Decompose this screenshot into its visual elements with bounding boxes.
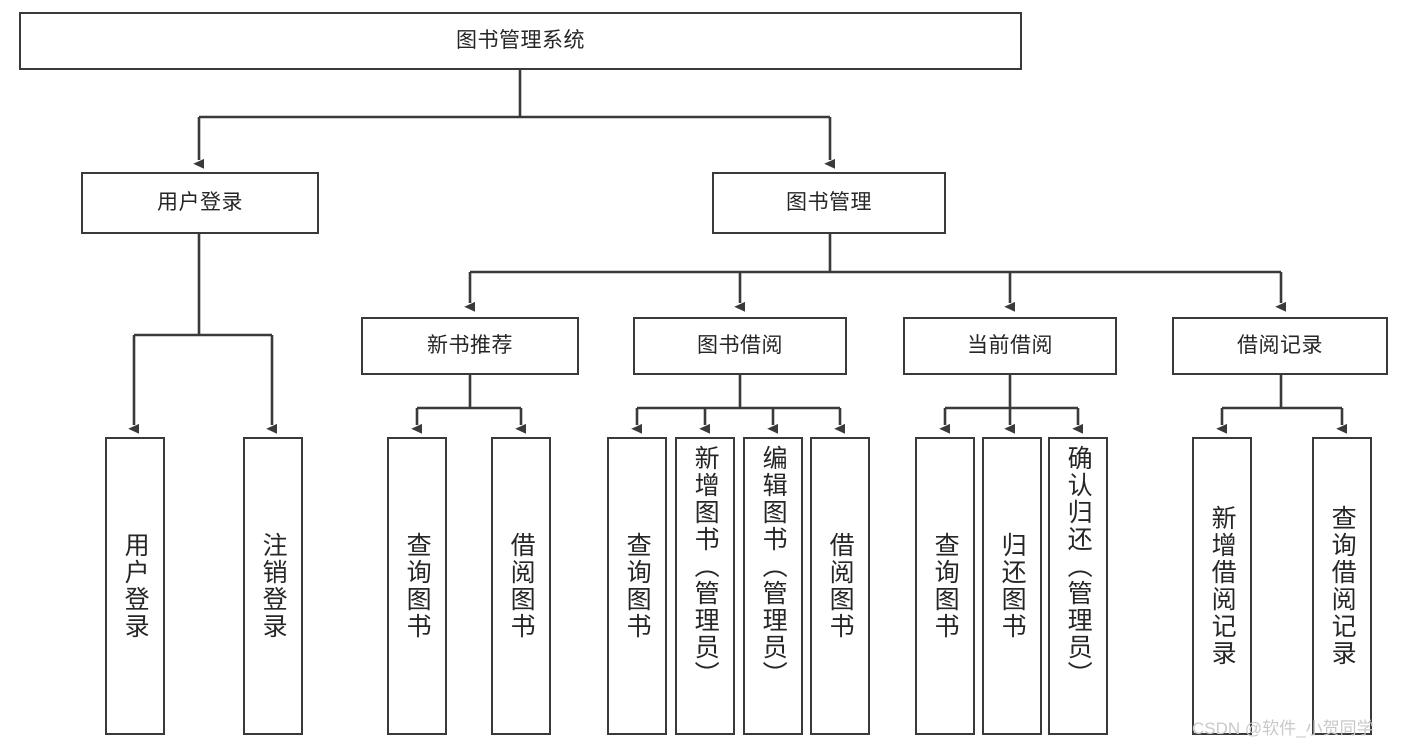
node-root-system[interactable]: 图书管理系统 <box>19 12 1022 70</box>
node-current-borrow[interactable]: 当前借阅 <box>903 317 1117 375</box>
node-new-book-recommend[interactable]: 新书推荐 <box>361 317 579 375</box>
node-leaf-query-book-2-label: 查询图书 <box>623 532 652 640</box>
node-book-borrow[interactable]: 图书借阅 <box>633 317 847 375</box>
node-book-management[interactable]: 图书管理 <box>712 172 946 234</box>
node-leaf-query-book-1[interactable]: 查询图书 <box>387 437 447 735</box>
node-leaf-query-record-label: 查询借阅记录 <box>1328 505 1357 667</box>
node-leaf-borrow-book-2[interactable]: 借阅图书 <box>810 437 870 735</box>
node-leaf-query-book-3[interactable]: 查询图书 <box>915 437 975 735</box>
node-book-borrow-label: 图书借阅 <box>697 334 783 358</box>
node-leaf-borrow-book-1[interactable]: 借阅图书 <box>491 437 551 735</box>
csdn-watermark: CSDN @软件_小贺同学 <box>1192 719 1374 738</box>
node-current-borrow-label: 当前借阅 <box>967 334 1053 358</box>
node-leaf-query-record[interactable]: 查询借阅记录 <box>1312 437 1372 735</box>
node-leaf-borrow-book-1-label: 借阅图书 <box>507 532 536 640</box>
node-leaf-add-record-label: 新增借阅记录 <box>1208 505 1237 667</box>
node-leaf-confirm-return[interactable]: 确认归还（管理员） <box>1048 437 1108 735</box>
node-leaf-return-book-label: 归还图书 <box>998 532 1027 640</box>
node-user-login-label: 用户登录 <box>157 191 243 215</box>
node-new-book-recommend-label: 新书推荐 <box>427 334 513 358</box>
node-leaf-query-book-1-label: 查询图书 <box>403 532 432 640</box>
node-leaf-logout-label: 注销登录 <box>259 532 288 640</box>
node-leaf-return-book[interactable]: 归还图书 <box>982 437 1042 735</box>
node-book-management-label: 图书管理 <box>786 191 872 215</box>
node-user-login[interactable]: 用户登录 <box>81 172 319 234</box>
node-leaf-add-record[interactable]: 新增借阅记录 <box>1192 437 1252 735</box>
node-leaf-user-login-label: 用户登录 <box>121 532 150 640</box>
node-leaf-logout[interactable]: 注销登录 <box>243 437 303 735</box>
node-leaf-edit-book[interactable]: 编辑图书（管理员） <box>743 437 803 735</box>
node-root-system-label: 图书管理系统 <box>456 29 585 53</box>
node-leaf-add-book[interactable]: 新增图书（管理员） <box>675 437 735 735</box>
node-leaf-borrow-book-2-label: 借阅图书 <box>826 532 855 640</box>
node-borrow-record[interactable]: 借阅记录 <box>1172 317 1388 375</box>
node-leaf-user-login[interactable]: 用户登录 <box>105 437 165 735</box>
node-leaf-query-book-2[interactable]: 查询图书 <box>607 437 667 735</box>
node-leaf-confirm-return-label: 确认归还（管理员） <box>1064 445 1093 688</box>
node-leaf-query-book-3-label: 查询图书 <box>931 532 960 640</box>
node-borrow-record-label: 借阅记录 <box>1237 334 1323 358</box>
node-leaf-edit-book-label: 编辑图书（管理员） <box>759 445 788 688</box>
node-leaf-add-book-label: 新增图书（管理员） <box>691 445 720 688</box>
